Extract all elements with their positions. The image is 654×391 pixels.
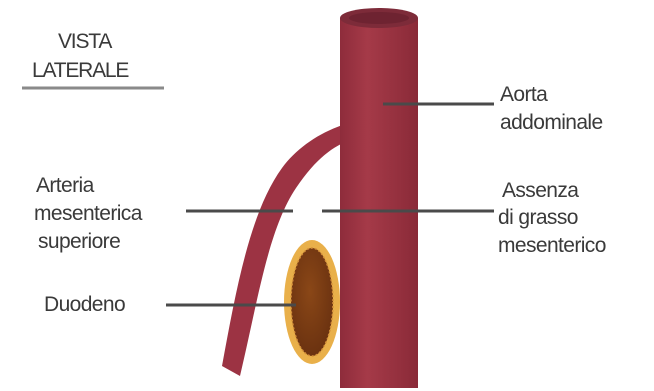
label-fat-line1: Assenza bbox=[502, 179, 579, 202]
label-sma-line2: mesenterica bbox=[34, 202, 143, 225]
label-fat-line2: di grasso bbox=[498, 206, 578, 229]
aorta-lumen bbox=[349, 12, 409, 24]
label-aorta-line2: addominale bbox=[500, 111, 603, 134]
duodenum bbox=[284, 240, 340, 364]
label-sma-line1: Arteria bbox=[36, 174, 95, 197]
label-fat-line3: mesenterico bbox=[498, 234, 606, 257]
label-aorta-line1: Aorta bbox=[500, 83, 548, 106]
label-duodeno-line1: Duodeno bbox=[44, 293, 125, 316]
label-duodeno: Duodeno bbox=[44, 293, 125, 316]
duodenum-lumen bbox=[291, 248, 333, 356]
label-sma-line3: superiore bbox=[38, 230, 120, 253]
view-title: VISTA LATERALE bbox=[22, 30, 164, 88]
abdominal-aorta bbox=[340, 8, 418, 388]
label-sma: Arteria mesenterica superiore bbox=[34, 174, 143, 253]
label-fat: Assenza di grasso mesenterico bbox=[498, 179, 606, 257]
view-title-line1: VISTA bbox=[58, 30, 112, 53]
label-aorta: Aorta addominale bbox=[500, 83, 603, 134]
view-title-line2: LATERALE bbox=[32, 59, 129, 82]
aorta-body bbox=[340, 18, 418, 388]
